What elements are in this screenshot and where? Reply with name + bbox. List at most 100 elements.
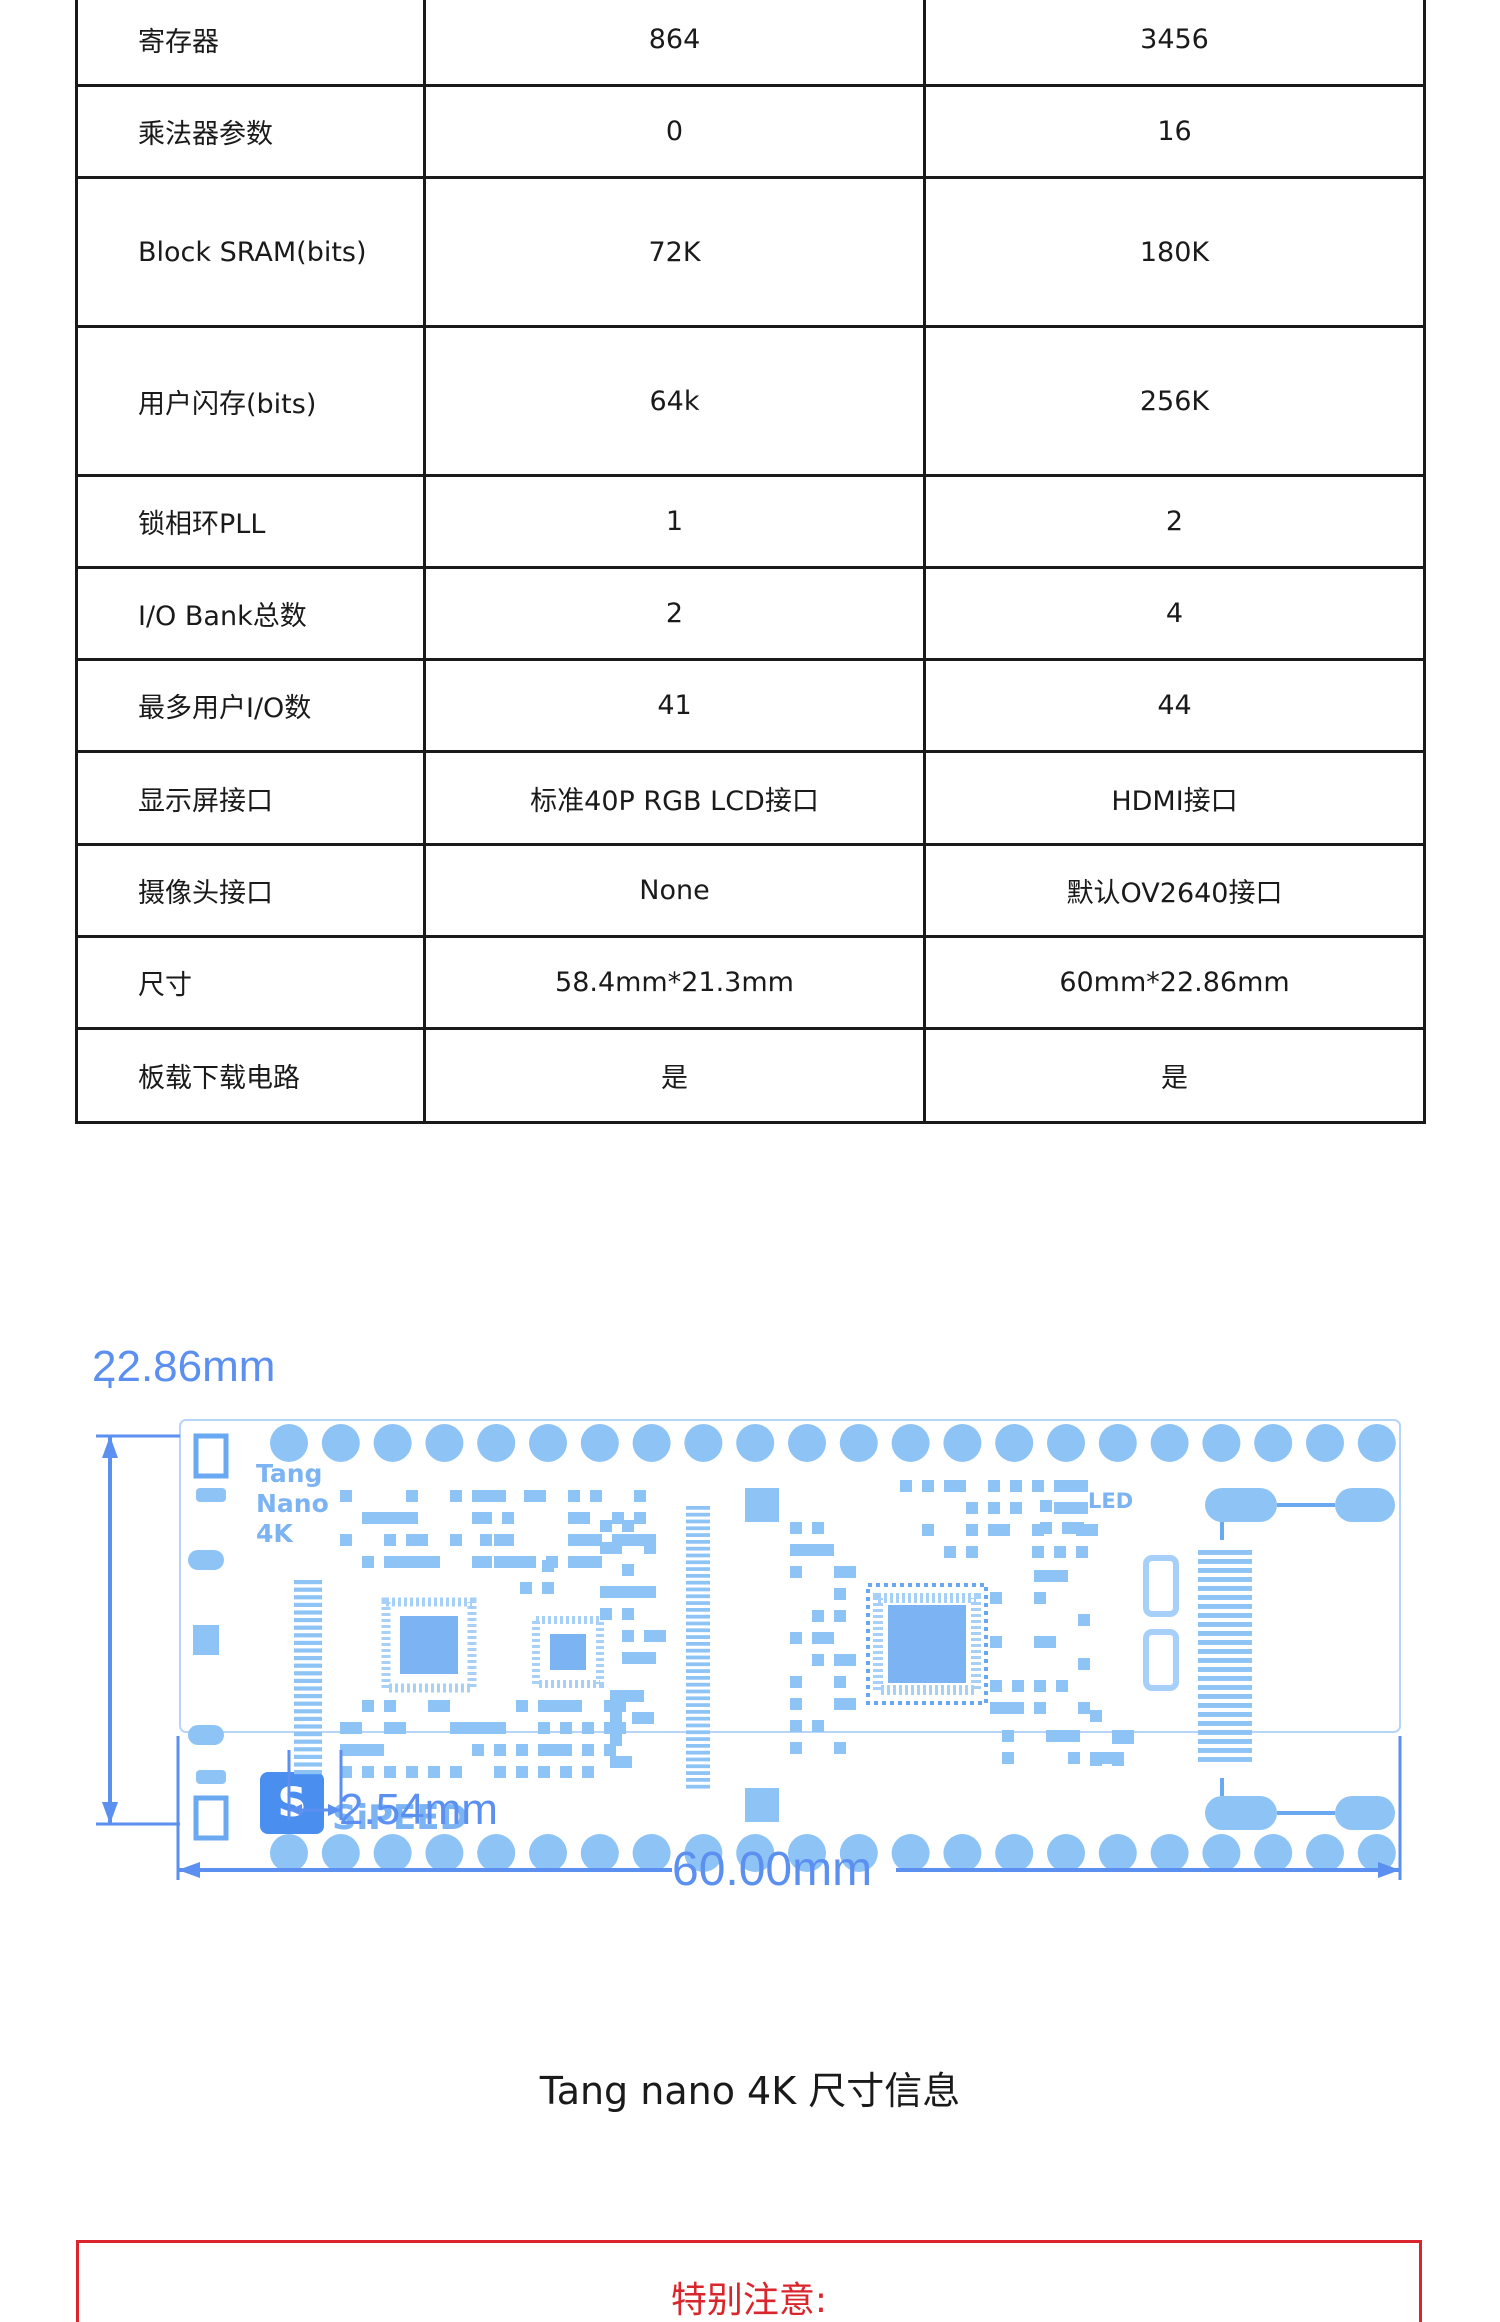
header-pin <box>632 1834 671 1872</box>
logo-text: SiPEED <box>332 1798 468 1838</box>
header-pin <box>1047 1424 1085 1462</box>
row-label: 用户闪存(bits) <box>75 325 426 477</box>
nano-1k-value: 0 <box>423 84 926 179</box>
passive-components <box>340 1480 1134 1778</box>
header-pin <box>1098 1424 1137 1462</box>
nano-4k-value: 60mm*22.86mm <box>923 935 1426 1030</box>
nano-4k-value: 是 <box>923 1027 1426 1124</box>
mounting-pads <box>1143 1488 1395 1830</box>
header-pin <box>1254 1834 1293 1872</box>
header-pin <box>1150 1834 1189 1872</box>
table-row: 摄像头接口 None 默认OV2640接口 <box>75 843 1426 938</box>
nano-1k-value: 是 <box>423 1027 926 1124</box>
header-pin <box>1047 1834 1085 1872</box>
row-label: 板载下载电路 <box>75 1027 426 1124</box>
row-label: 锁相环PLL <box>75 474 426 569</box>
header-pin <box>1357 1424 1396 1462</box>
ribbon-connector-right <box>1198 1550 1252 1762</box>
header-pin <box>270 1834 308 1872</box>
header-pin <box>477 1424 516 1462</box>
nano-1k-value: 58.4mm*21.3mm <box>423 935 926 1030</box>
header-pin <box>684 1424 723 1462</box>
header-pin <box>321 1834 360 1872</box>
table-row: 尺寸 58.4mm*21.3mm 60mm*22.86mm <box>75 935 1426 1030</box>
nano-1k-value: None <box>423 843 926 938</box>
header-pin <box>788 1424 826 1462</box>
table-row: 乘法器参数 0 16 <box>75 84 1426 179</box>
header-pin <box>1150 1424 1189 1462</box>
pitch-label: 2.54mm <box>339 1785 498 1834</box>
table-row: 寄存器 864 3456 <box>75 0 1426 87</box>
header-pin <box>1098 1834 1137 1872</box>
header-pin <box>529 1834 567 1872</box>
header-pin <box>425 1424 464 1462</box>
spec-table-body: 寄存器 864 3456 乘法器参数 0 16 Block SRAM(bits)… <box>75 0 1426 1124</box>
nano-1k-value: 2 <box>423 566 926 661</box>
header-pin <box>1202 1424 1241 1462</box>
row-label: 寄存器 <box>75 0 426 87</box>
header-pins-top <box>270 1424 1396 1462</box>
table-row: 锁相环PLL 1 2 <box>75 474 1426 569</box>
header-pin <box>839 1834 878 1872</box>
nano-1k-value: 64k <box>423 325 926 477</box>
header-pin <box>1357 1834 1396 1872</box>
header-pin <box>736 1834 775 1872</box>
nano-4k-value: 256K <box>923 325 1426 477</box>
header-pin <box>1306 1834 1344 1872</box>
nano-4k-value: 180K <box>923 176 1426 328</box>
pitch-dimension: 2.54mm <box>287 1750 498 1834</box>
width-label: 60.00mm <box>672 1843 872 1896</box>
header-pins-bottom <box>270 1834 1396 1872</box>
header-pin <box>839 1424 878 1462</box>
svg-text:S: S <box>278 1780 307 1826</box>
header-pin <box>943 1834 982 1872</box>
sipeed-logo: S SiPEED <box>260 1772 468 1838</box>
row-label: 乘法器参数 <box>75 84 426 179</box>
ribbon-connector-left <box>686 1506 710 1789</box>
diagram-caption: Tang nano 4K 尺寸信息 <box>539 2069 961 2113</box>
nano-4k-value: HDMI接口 <box>923 750 1426 846</box>
height-label: 22.86mm <box>92 1342 275 1391</box>
nano-1k-value: 72K <box>423 176 926 328</box>
notice-title: 特别注意: <box>670 2280 828 2321</box>
row-label: Block SRAM(bits) <box>75 176 426 328</box>
header-pin <box>477 1834 516 1872</box>
header-pin <box>373 1834 412 1872</box>
header-pin <box>580 1834 619 1872</box>
spec-table: 寄存器 864 3456 乘法器参数 0 16 Block SRAM(bits)… <box>75 0 1426 1124</box>
notice-box: 特别注意: <box>76 2240 1422 2322</box>
header-pin <box>632 1424 671 1462</box>
nano-4k-value: 默认OV2640接口 <box>923 843 1426 938</box>
chip-middle <box>532 1616 604 1688</box>
nano-4k-value: 4 <box>923 566 1426 661</box>
table-row: Block SRAM(bits) 72K 180K <box>75 176 1426 328</box>
row-label: 最多用户I/O数 <box>75 658 426 753</box>
header-pin <box>788 1834 826 1872</box>
usb-c-pads <box>188 1433 229 1841</box>
ribbon-connector-small <box>294 1580 322 1775</box>
header-pin <box>995 1834 1034 1872</box>
row-label: 摄像头接口 <box>75 843 426 938</box>
width-dimension: 60.00mm <box>176 1736 1402 1896</box>
nano-1k-value: 41 <box>423 658 926 753</box>
header-pin <box>684 1834 723 1872</box>
board-dimension-diagram: Tang Nano 4K LED S SiPEED <box>0 1340 1500 2020</box>
table-row: 最多用户I/O数 41 44 <box>75 658 1426 753</box>
nano-1k-value: 标准40P RGB LCD接口 <box>423 750 926 846</box>
board-drawing: Tang Nano 4K LED S SiPEED <box>92 1342 1402 1896</box>
table-row: 用户闪存(bits) 64k 256K <box>75 325 1426 477</box>
header-pin <box>321 1424 360 1462</box>
nano-4k-value: 3456 <box>923 0 1426 87</box>
chip-left <box>381 1597 477 1693</box>
nano-4k-value: 44 <box>923 658 1426 753</box>
row-label: I/O Bank总数 <box>75 566 426 661</box>
table-row: I/O Bank总数 2 4 <box>75 566 1426 661</box>
row-label: 尺寸 <box>75 935 426 1030</box>
header-pin <box>425 1834 464 1872</box>
header-pin <box>1254 1424 1293 1462</box>
silk-led: LED <box>1088 1489 1133 1513</box>
height-dimension: 22.86mm <box>92 1342 275 1826</box>
nano-4k-value: 16 <box>923 84 1426 179</box>
fpga-chip <box>866 1583 988 1705</box>
